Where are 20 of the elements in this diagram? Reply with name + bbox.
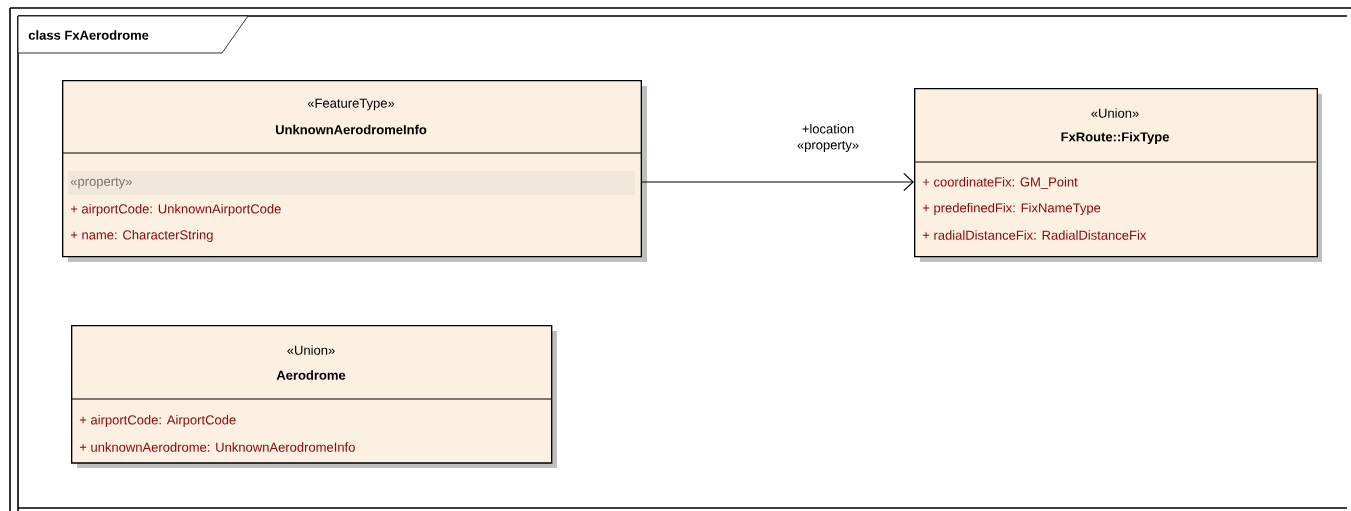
class-box: [70, 325, 557, 468]
attribute-row: + airportCode: UnknownAirportCode: [70, 203, 281, 217]
attribute-row: + unknownAerodrome: UnknownAerodromeInfo: [79, 442, 355, 452]
section-label: «property»: [68, 171, 635, 195]
attribute-row: + predefinedFix: FixNameType: [922, 202, 1101, 216]
attribute-row: + airportCode: AirportCode: [79, 414, 236, 428]
stereotype-label: «Union»: [287, 345, 335, 355]
stereotype-label: «Union»: [1091, 108, 1139, 118]
stereotype-label: «FeatureType»: [307, 98, 395, 111]
class-box: [913, 88, 1322, 262]
attribute-row: + radialDistanceFix: RadialDistanceFix: [922, 230, 1147, 240]
class-name: Aerodrome: [276, 370, 346, 380]
class-name: UnknownAerodromeInfo: [275, 124, 427, 135]
edge-label: +location «property»: [797, 123, 859, 153]
frame-tab: class FxAerodrome: [17, 15, 249, 54]
attribute-row: + name: CharacterString: [70, 229, 213, 243]
class-box: [61, 80, 647, 262]
attribute-row: + coordinateFix: GM_Point: [922, 177, 1078, 189]
class-name: FxRoute::FixType: [1061, 131, 1169, 145]
arrow: [641, 172, 914, 192]
